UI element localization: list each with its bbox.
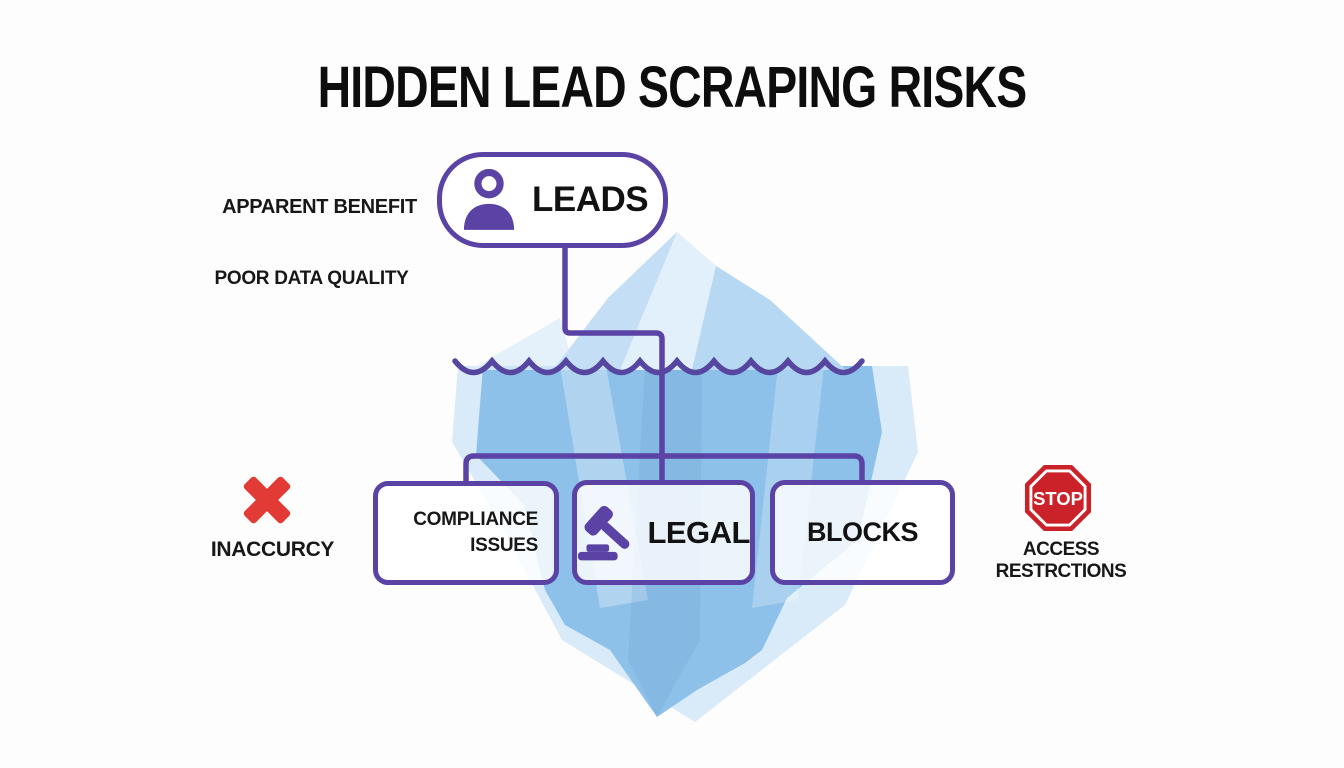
- page-title-text: HIDDEN LEAD SCRAPING RISKS: [317, 55, 1028, 120]
- inaccuracy-label: INACCURCY: [210, 538, 335, 561]
- leads-node: LEADS: [437, 152, 668, 248]
- apparent-benefit-label: APPARENT BENEFIT: [222, 196, 417, 218]
- legal-node: LEGAL: [572, 480, 755, 585]
- waterline-wave: [452, 356, 865, 376]
- compliance-issues-label: COMPLIANCE ISSUES: [413, 509, 538, 556]
- stop-sign-text: STOP: [1033, 488, 1083, 509]
- blocks-node: BLOCKS: [770, 480, 955, 585]
- gavel-icon: [577, 505, 630, 560]
- compliance-issues-node: COMPLIANCE ISSUES: [373, 481, 559, 585]
- access-restrictions-label: ACCESS RESTRCTIONS: [995, 539, 1127, 582]
- page-title: HIDDEN LEAD SCRAPING RISKS: [0, 54, 1344, 121]
- x-mark-icon: [243, 476, 291, 524]
- legal-label: LEGAL: [647, 514, 750, 550]
- stop-sign-icon: STOP: [1024, 464, 1092, 532]
- person-icon: [463, 169, 515, 230]
- leads-label: LEADS: [532, 180, 649, 219]
- iceberg-graphic: [452, 232, 918, 722]
- connector-lines: [463, 247, 865, 484]
- poor-data-quality-label: POOR DATA QUALITY: [214, 268, 409, 289]
- blocks-label: BLOCKS: [807, 517, 919, 547]
